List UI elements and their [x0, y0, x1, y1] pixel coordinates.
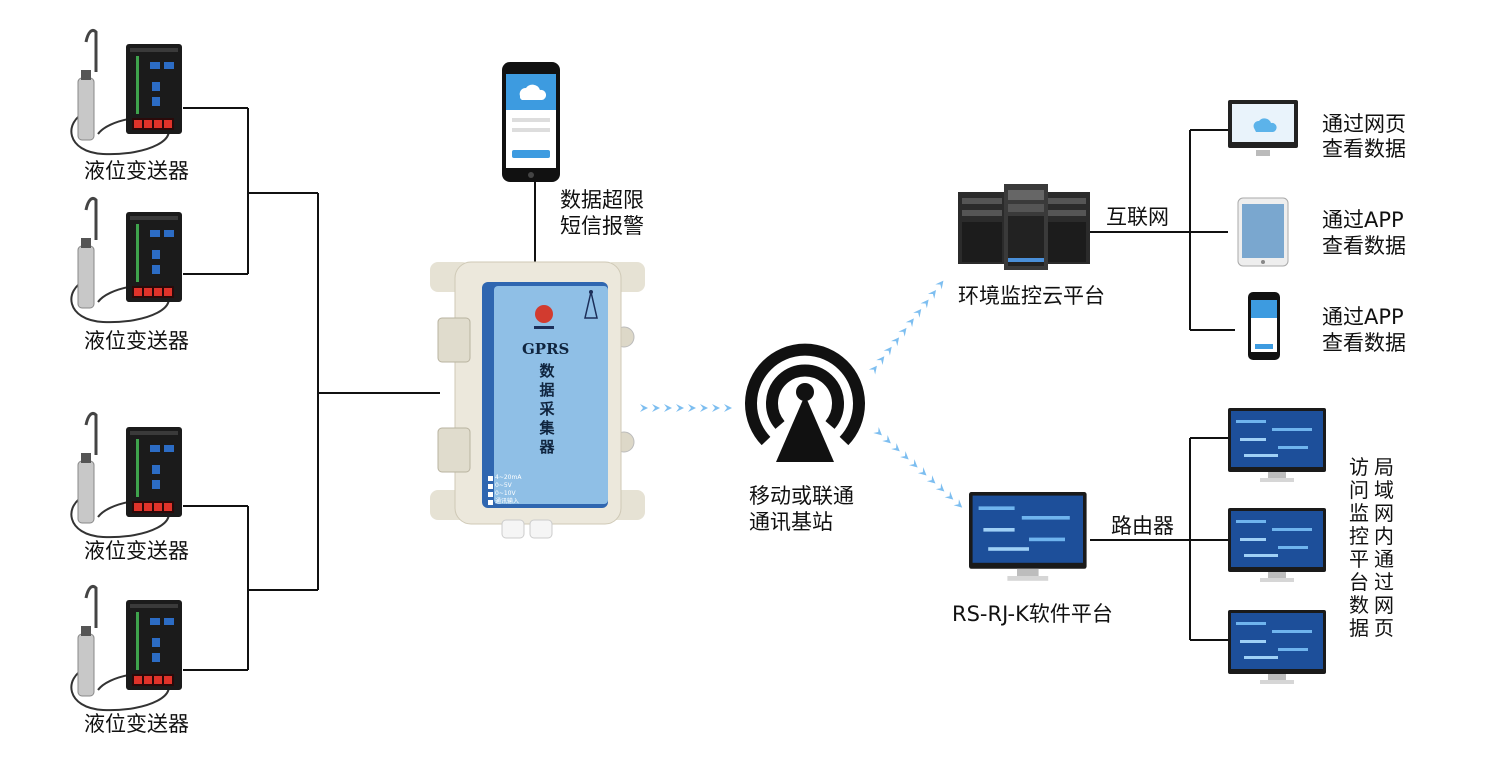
sms-label-line1: 数据超限 [560, 188, 644, 212]
lan-char: 网 [1374, 593, 1394, 617]
collector-option: 通讯输入 [495, 498, 520, 505]
lan-char: 监 [1349, 501, 1369, 525]
software-monitor-image [969, 492, 1087, 581]
lan-text-col2: 局 域 网 内 通 过 网 页 [1373, 456, 1395, 640]
cloud-label: 环境监控云平台 [958, 284, 1105, 308]
lan-char: 问 [1349, 478, 1369, 502]
router-label: 路由器 [1111, 514, 1174, 538]
internet-label: 互联网 [1106, 205, 1169, 229]
collector-option: 0~10V [495, 490, 516, 497]
signal-tower-cloud [868, 280, 944, 375]
signal-collector-tower [640, 404, 732, 412]
lan-char: 控 [1349, 524, 1369, 548]
lan-char: 台 [1349, 570, 1369, 594]
sensor-4-label: 液位变送器 [84, 712, 189, 736]
signal-tower-software [873, 427, 963, 508]
collector-option: 4~20mA [495, 474, 522, 481]
app2-label-line1: 通过APP [1322, 305, 1404, 329]
collector-option: 0~5V [495, 482, 512, 489]
collector-options: 4~20mA 0~5V 0~10V 通讯输入 [495, 474, 521, 506]
lan-char: 页 [1374, 616, 1394, 640]
collector-char: 数 [539, 362, 555, 380]
sensor-1-label: 液位变送器 [84, 159, 189, 183]
app1-label-line1: 通过APP [1322, 208, 1404, 232]
collector-vertical-text: 数 据 采 集 器 [538, 362, 556, 457]
collector-char: 集 [539, 419, 555, 437]
lan-char: 平 [1349, 547, 1369, 571]
lan-char: 数 [1349, 593, 1369, 617]
web-label-line1: 通过网页 [1322, 112, 1406, 136]
lan-pc-3-image [1228, 610, 1326, 684]
lan-char: 过 [1374, 570, 1394, 594]
lan-char: 内 [1374, 524, 1394, 548]
collector-char: 器 [539, 438, 555, 456]
collector-char: 采 [539, 400, 555, 418]
lan-char: 通 [1374, 547, 1394, 571]
collector-char: 据 [539, 381, 555, 399]
sensor-2-label: 液位变送器 [84, 329, 189, 353]
sensor-3-label: 液位变送器 [84, 539, 189, 563]
web-label-line2: 查看数据 [1322, 137, 1406, 161]
sms-label-line2: 短信报警 [560, 214, 644, 238]
collector-title: GPRS [522, 340, 570, 358]
tower-label-line1: 移动或联通 [749, 484, 854, 508]
lan-text-col1: 访 问 监 控 平 台 数 据 [1348, 456, 1370, 640]
lan-pc-1-image [1228, 408, 1326, 482]
lan-pc-2-image [1228, 508, 1326, 582]
software-label: RS-RJ-K软件平台 [952, 602, 1113, 626]
lan-char: 域 [1374, 478, 1394, 502]
app1-label-line2: 查看数据 [1322, 234, 1406, 258]
lan-char: 网 [1374, 501, 1394, 525]
lan-char: 局 [1374, 455, 1394, 479]
tower-label-line2: 通讯基站 [749, 510, 833, 534]
lan-char: 访 [1349, 455, 1369, 479]
app2-label-line2: 查看数据 [1322, 331, 1406, 355]
lan-char: 据 [1349, 616, 1369, 640]
signal-arrows [640, 280, 963, 508]
